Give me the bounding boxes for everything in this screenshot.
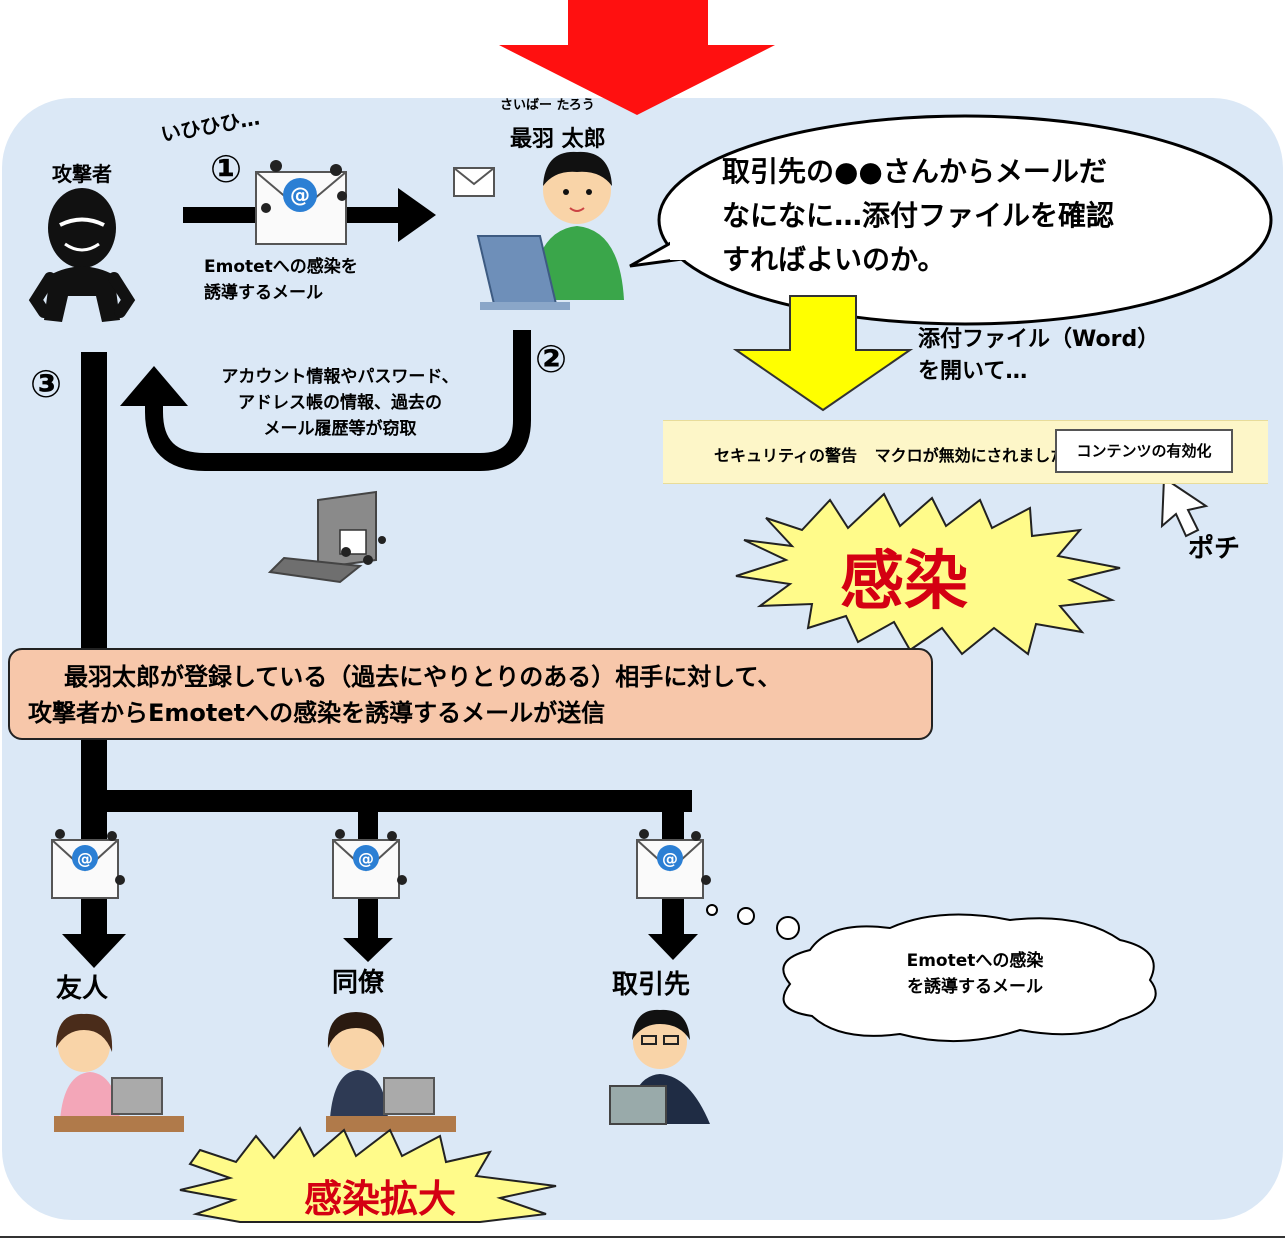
spread-arrowhead-client	[648, 934, 698, 960]
attacker-figure	[28, 188, 136, 322]
security-warning-text: セキュリティの警告 マクロが無効にされました。	[714, 442, 1082, 466]
top-red-arrow	[499, 0, 775, 115]
spread-notice-line1: 最羽太郎が登録している（過去にやりとりのある）相手に対して、	[64, 663, 782, 691]
infection-burst	[735, 492, 1121, 656]
theft-caption: アカウント情報やパスワード、 アドレス帳の情報、過去の メール履歴等が窃取	[190, 364, 490, 442]
svg-text:@: @	[662, 849, 678, 868]
security-warning-message: マクロが無効にされました。	[874, 446, 1083, 465]
spread-arrowhead-friend	[62, 934, 126, 968]
attachment-line1: 添付ファイル（Word）	[918, 327, 1160, 352]
spread-arrowhead-colleague	[343, 938, 393, 962]
attacker-label: 攻撃者	[52, 162, 112, 186]
malicious-mail-icon-friend: @	[51, 829, 125, 899]
step1-marker: ①	[210, 147, 243, 191]
malicious-mail-icon-1: @	[255, 160, 347, 245]
svg-text:@: @	[358, 849, 374, 868]
step3-marker: ③	[30, 362, 63, 406]
colleague-figure	[326, 1012, 456, 1132]
thought-cloud	[706, 904, 1157, 1043]
thought-cloud-text: Emotetへの感染 を誘導するメール	[840, 948, 1110, 1000]
malicious-mail-icon-client: @	[636, 829, 711, 899]
svg-text:@: @	[77, 849, 93, 868]
thought-line1: Emotetへの感染	[906, 951, 1044, 971]
friend-label: 友人	[56, 974, 109, 1004]
mail-caption-line1: Emotetへの感染を	[204, 257, 358, 277]
mail-caption-line2: 誘導するメール	[204, 283, 323, 303]
spread-notice: 最羽太郎が登録している（過去にやりとりのある）相手に対して、 攻撃者からEmot…	[8, 648, 933, 740]
client-label: 取引先	[612, 970, 691, 1000]
step2-marker: ②	[535, 337, 568, 381]
spread-line-branch	[81, 790, 692, 812]
enable-content-button[interactable]: コンテンツの有効化	[1055, 429, 1233, 473]
security-warning-title: セキュリティの警告	[714, 446, 858, 465]
thought-line2: を誘導するメール	[907, 977, 1043, 997]
victim-furigana: さいばー たろう	[500, 98, 595, 113]
theft-caption-line1: アカウント情報やパスワード、	[221, 367, 459, 387]
speech-line1: 取引先の●●さんからメールだ	[722, 155, 1107, 188]
speech-bubble-text: 取引先の●●さんからメールだ なになに…添付ファイルを確認 すればよいのか。	[722, 150, 1114, 282]
infected-laptop-icon	[267, 490, 386, 584]
attachment-caption: 添付ファイル（Word） を開いて…	[918, 324, 1159, 388]
victim-label: 最羽 太郎	[510, 127, 606, 152]
theft-caption-line2: アドレス帳の情報、過去の	[238, 393, 442, 413]
spread-label: 感染拡大	[304, 1177, 457, 1221]
client-figure	[609, 1009, 710, 1125]
mail-caption: Emotetへの感染を 誘導するメール	[204, 254, 358, 306]
mouse-cursor	[1160, 476, 1209, 538]
infection-label: 感染	[840, 545, 968, 619]
spread-notice-line2: 攻撃者からEmotetへの感染を誘導するメールが送信	[28, 699, 606, 727]
speech-line3: すればよいのか。	[722, 243, 946, 276]
colleague-label: 同僚	[332, 968, 385, 998]
speech-bubble	[629, 114, 1273, 326]
yellow-arrow	[732, 295, 914, 412]
friend-figure	[54, 1013, 184, 1132]
theft-caption-line3: メール履歴等が窃取	[263, 419, 417, 439]
arrow-theft	[120, 330, 531, 471]
malicious-mail-icon-colleague: @	[332, 829, 407, 899]
click-label: ポチ	[1188, 534, 1241, 564]
bottom-rule	[0, 1236, 1285, 1238]
spread-burst	[179, 1126, 557, 1223]
victim-figure	[453, 151, 624, 310]
speech-line2: なになに…添付ファイルを確認	[722, 199, 1115, 232]
svg-text:@: @	[290, 183, 310, 207]
spread-line-main	[81, 352, 107, 934]
attachment-line2: を開いて…	[918, 359, 1028, 384]
